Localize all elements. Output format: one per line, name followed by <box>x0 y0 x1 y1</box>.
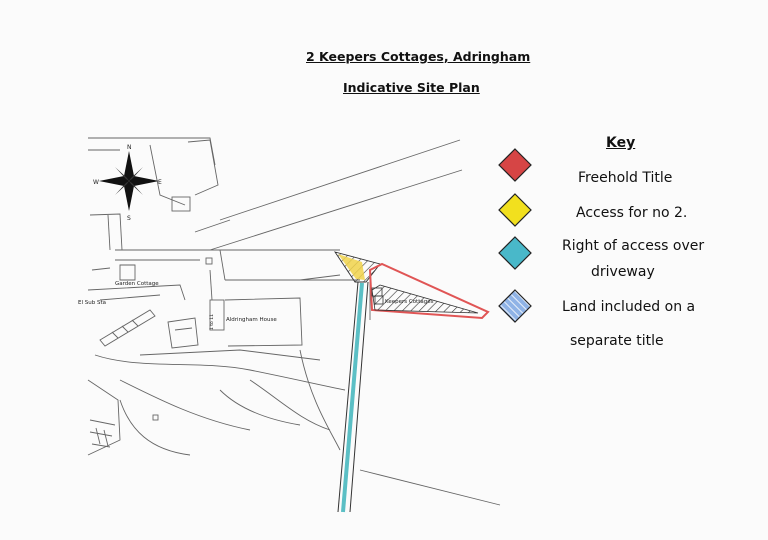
freehold-title-area <box>368 262 490 320</box>
key-label-separate-title-line1: Land included on a <box>562 299 696 315</box>
key-label-access: Access for no 2. <box>576 205 688 221</box>
key-label-right-of-access-line2: driveway <box>591 264 655 280</box>
keepers-cottages-label: Keepers Cottages <box>385 299 434 305</box>
compass-w-label: W <box>93 179 99 186</box>
freehold-title-swatch-icon <box>498 148 532 182</box>
compass-e-label: E <box>158 179 162 186</box>
driveway-right-of-access <box>337 281 369 513</box>
el-sub-sta-label: El Sub Sta <box>78 300 106 306</box>
page-subtitle: Indicative Site Plan <box>343 80 480 95</box>
building-number-label: 1 to 11 <box>209 314 215 330</box>
key-label-separate-title-line2: separate title <box>570 333 664 349</box>
right-of-access-swatch-icon <box>498 236 532 270</box>
compass-s-label: S <box>127 215 131 222</box>
separate-title-swatch-icon <box>498 289 532 323</box>
access-swatch-icon <box>498 193 532 227</box>
key-heading: Key <box>606 135 636 151</box>
key-label-right-of-access-line1: Right of access over <box>562 238 705 254</box>
compass-icon: N E S W <box>93 144 162 222</box>
access-area <box>338 254 365 280</box>
page-title: 2 Keepers Cottages, Adringham <box>306 49 531 64</box>
aldringham-house-label: Aldringham House <box>226 317 277 323</box>
compass-n-label: N <box>127 144 132 151</box>
key-label-freehold-title: Freehold Title <box>578 170 673 186</box>
garden-cottage-label: Garden Cottage <box>115 281 159 287</box>
